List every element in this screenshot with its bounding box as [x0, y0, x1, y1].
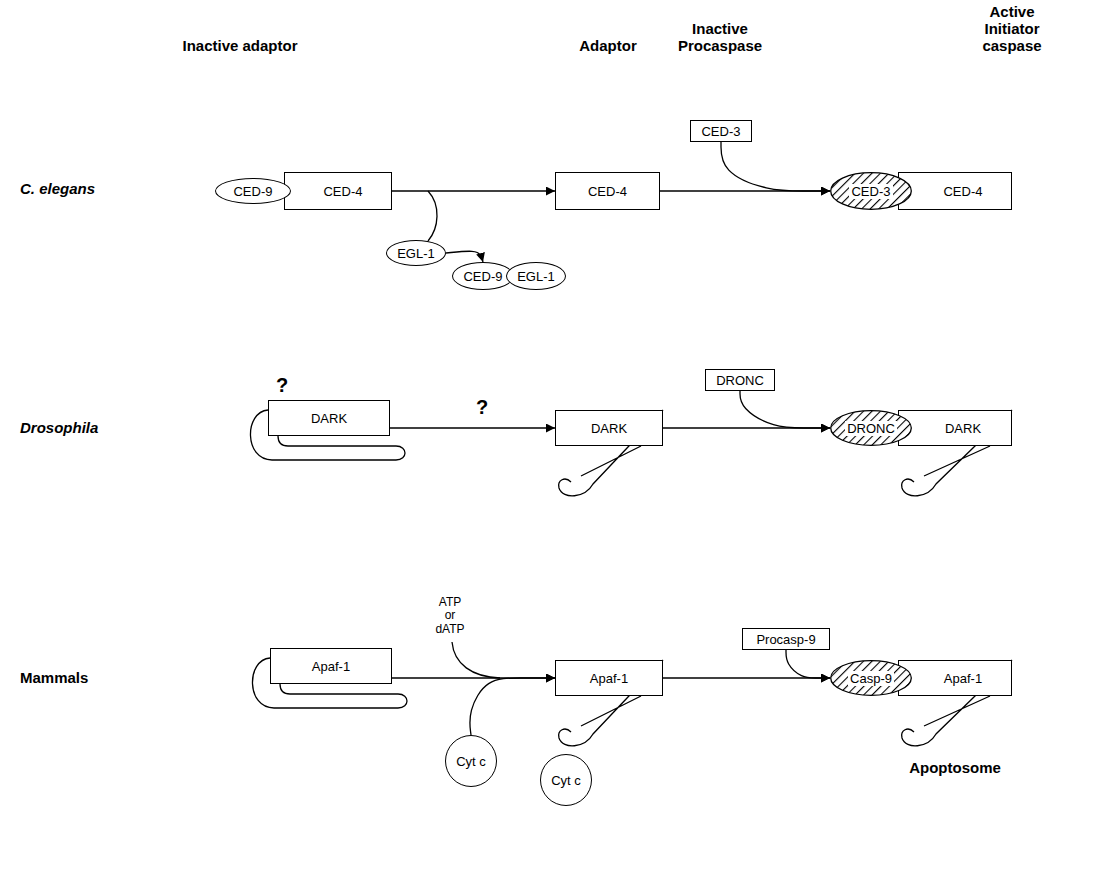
adaptor-box: CED-4 [555, 172, 660, 210]
adaptor-box: CED-4 [284, 172, 392, 210]
node-text: Procasp-9 [756, 632, 815, 647]
caspase-oval: Casp-9 [830, 660, 912, 696]
adaptor-box: Apaf-1 [555, 660, 663, 696]
node-text: Apaf-1 [590, 671, 628, 686]
cofactor-label: ATP or dATP [434, 596, 467, 636]
column-header: Adaptor [548, 38, 668, 55]
row-label-text: C. elegans [20, 180, 95, 197]
procaspase-box: Procasp-9 [742, 628, 830, 650]
node-text: CED-4 [323, 184, 362, 199]
hatched-oval [831, 173, 912, 210]
node-text: CED-3 [849, 184, 892, 199]
arrow-connector [740, 391, 830, 428]
node-text: DARK [591, 421, 627, 436]
arrow-connector [721, 142, 830, 191]
node-text: DARK [945, 421, 981, 436]
cofactor-label-text: ATP or dATP [435, 595, 464, 636]
unknown-mark: ? [267, 374, 297, 396]
row-label-text: Drosophila [20, 419, 98, 436]
column-header: Inactive Procaspase [673, 21, 768, 55]
adaptor-box: DARK [555, 410, 663, 446]
activator-oval: EGL-1 [386, 240, 446, 266]
adaptor-box: DARK [898, 410, 1012, 446]
node-text: CED-9 [233, 184, 272, 199]
cofactor-circle: Cyt c [540, 754, 592, 806]
node-text: CED-9 [463, 269, 502, 284]
row-label-text: Mammals [20, 669, 88, 686]
hatched-oval [831, 661, 912, 696]
complex-label-text: Apoptosome [909, 759, 1001, 776]
node-text: Apaf-1 [944, 671, 982, 686]
unknown-mark-text: ? [476, 396, 488, 418]
node-text: DRONC [845, 421, 897, 436]
complex-label: Apoptosome [885, 760, 1025, 777]
node-text: EGL-1 [397, 246, 435, 261]
hatched-oval [831, 411, 912, 446]
procaspase-box: DRONC [705, 369, 775, 391]
column-header: Active Initiator caspase [972, 4, 1052, 54]
arrow-connector [392, 190, 555, 191]
arrow-connector [470, 678, 555, 735]
arrow-connector [390, 427, 555, 428]
cofactor-arc [452, 642, 500, 678]
node-text: CED-3 [701, 124, 740, 139]
arrow-connector [786, 650, 830, 678]
adaptor-box: Apaf-1 [270, 648, 392, 684]
node-text: Casp-9 [848, 671, 894, 686]
node-text: DARK [311, 411, 347, 426]
row-label: Drosophila [20, 420, 180, 437]
caspase-oval: DRONC [830, 410, 912, 446]
arrow-connector [446, 251, 483, 262]
node-text: EGL-1 [517, 269, 555, 284]
column-header-text: Inactive Procaspase [678, 20, 762, 54]
node-text: CED-4 [588, 184, 627, 199]
cofactor-circle: Cyt c [445, 735, 497, 787]
caspase-oval: CED-3 [830, 172, 912, 210]
column-header: Inactive adaptor [140, 38, 340, 55]
node-text: Cyt c [456, 754, 486, 769]
inhibitor-oval: CED-9 [452, 262, 514, 290]
column-header-text: Active Initiator caspase [982, 3, 1041, 54]
unknown-mark: ? [467, 396, 497, 418]
adaptor-box: DARK [268, 400, 390, 436]
release-arc [428, 191, 437, 241]
adaptor-box: Apaf-1 [898, 660, 1012, 696]
node-text: DRONC [716, 373, 764, 388]
activator-oval: EGL-1 [506, 262, 566, 290]
adaptor-box: CED-4 [898, 172, 1012, 210]
column-header-text: Adaptor [579, 37, 637, 54]
procaspase-box: CED-3 [690, 120, 752, 142]
column-header-text: Inactive adaptor [182, 37, 297, 54]
node-text: Apaf-1 [312, 659, 350, 674]
unknown-mark-text: ? [276, 374, 288, 396]
node-text: Cyt c [551, 773, 581, 788]
row-label: Mammals [20, 670, 180, 687]
inhibitor-oval: CED-9 [215, 178, 291, 204]
row-label: C. elegans [20, 181, 180, 198]
node-text: CED-4 [943, 184, 982, 199]
